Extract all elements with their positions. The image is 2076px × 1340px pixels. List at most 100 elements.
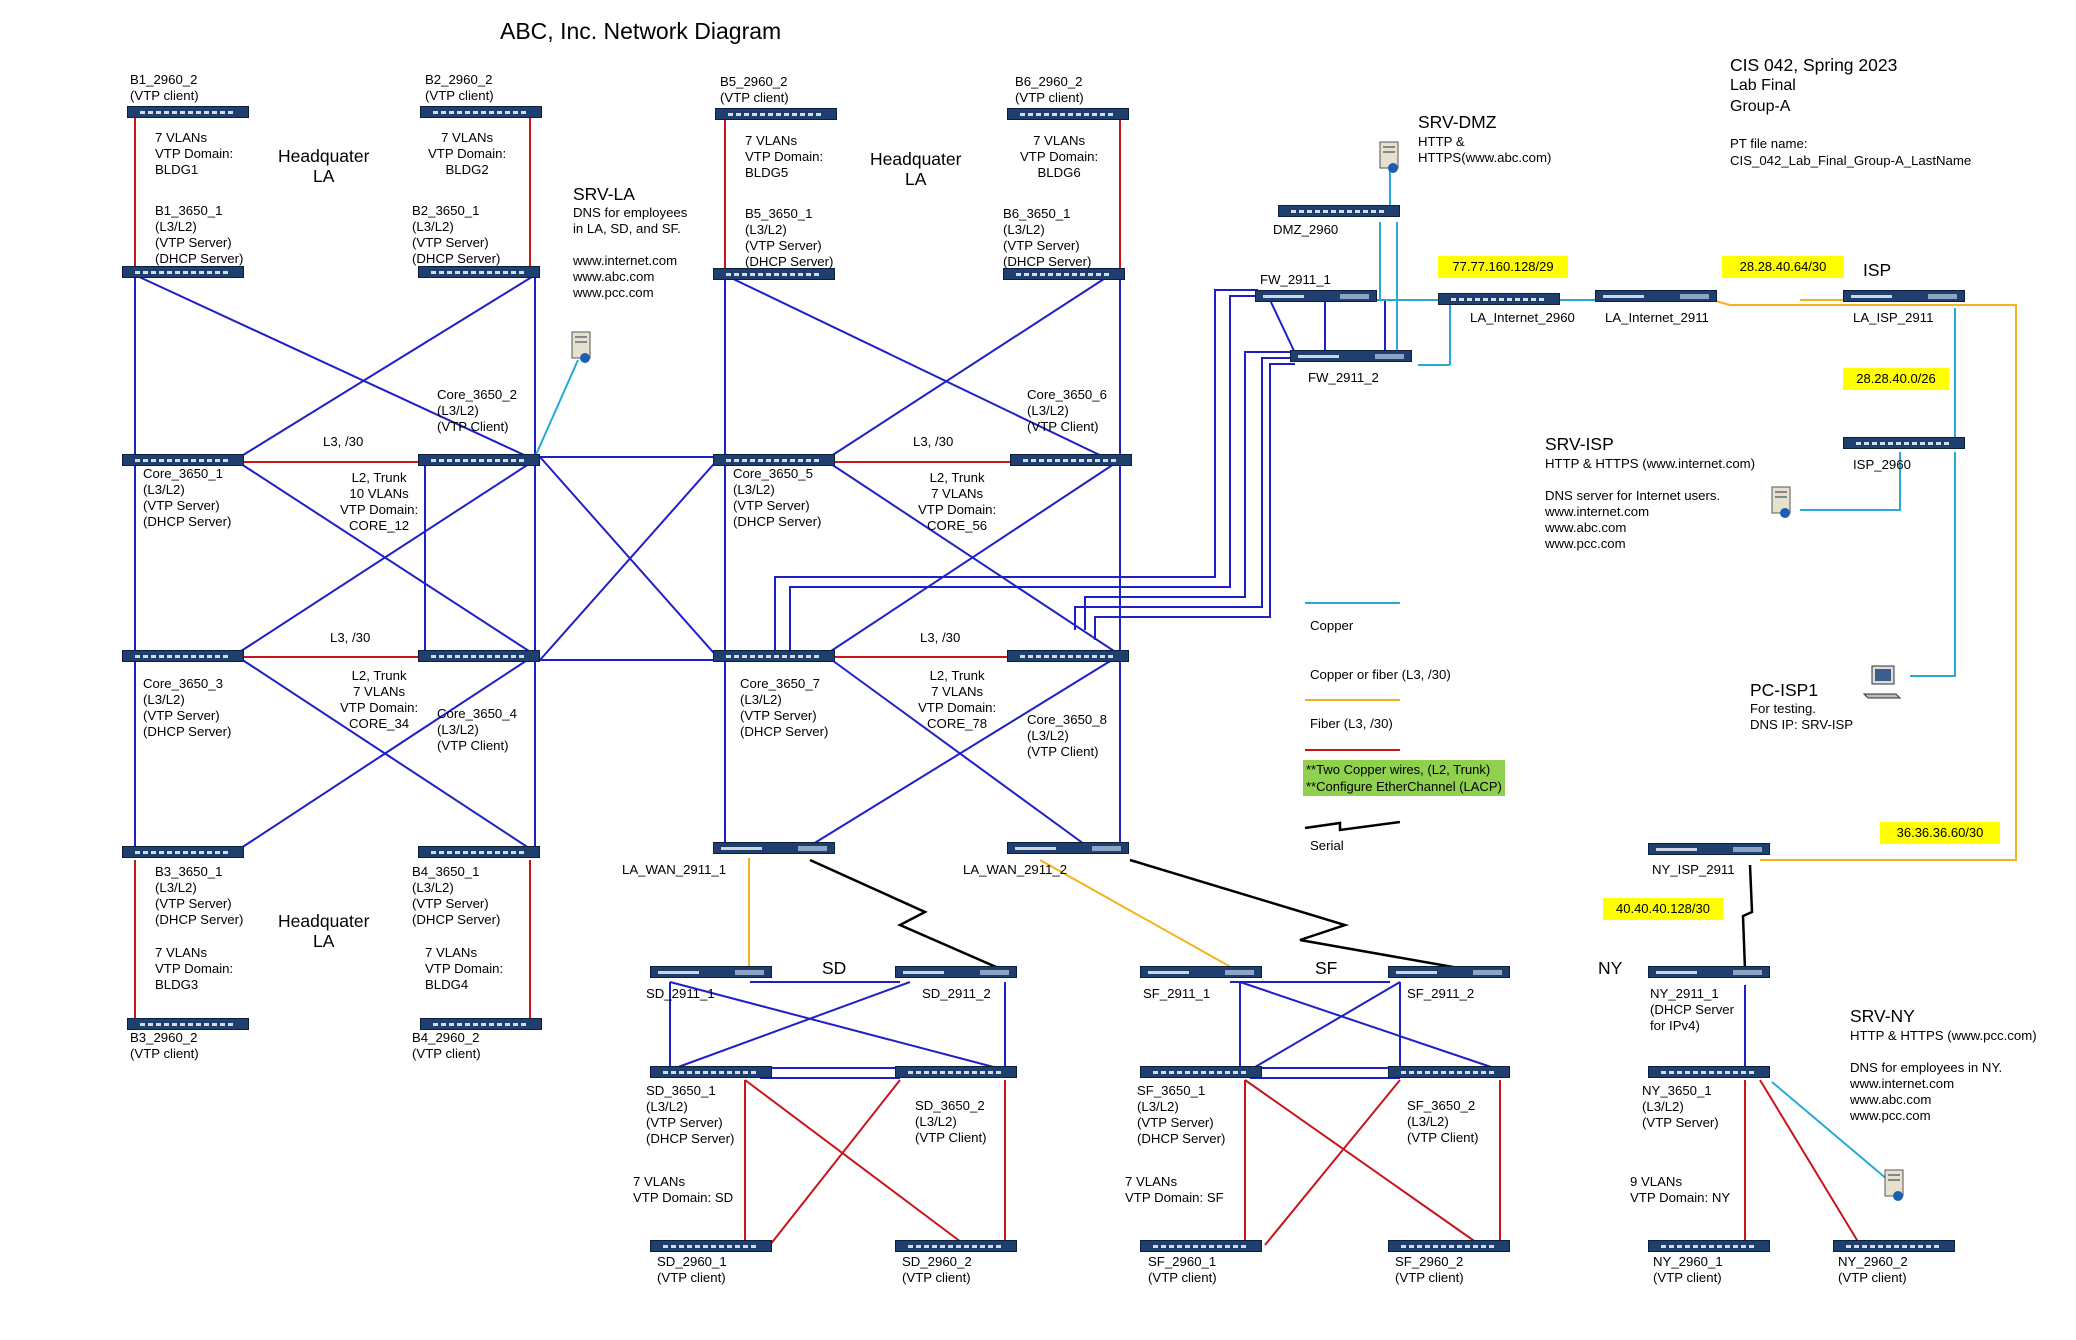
label-b3-3650-1: B3_3650_1 (L3/L2) (VTP Server) (DHCP Ser… [155, 864, 244, 927]
switch-icon[interactable] [122, 650, 244, 662]
router-icon[interactable] [895, 966, 1017, 978]
router-icon[interactable] [1648, 843, 1770, 855]
label-b1-3650-1: B1_3650_1 (L3/L2) (VTP Server) (DHCP Ser… [155, 203, 244, 266]
pc-isp1-title: PC-ISP1 [1750, 680, 1819, 700]
course-group: Group-A [1730, 98, 1791, 115]
router-icon[interactable] [1843, 290, 1965, 302]
switch-icon[interactable] [1003, 268, 1125, 280]
label-core-3650-4: Core_3650_4 (L3/L2) (VTP Client) [437, 706, 517, 753]
label-sd-vlans: 7 VLANs VTP Domain: SD [633, 1174, 734, 1205]
switch-icon[interactable] [1140, 1066, 1262, 1078]
switch-icon[interactable] [127, 1018, 249, 1030]
serial-links [809, 820, 1754, 972]
label-b1-vlans: 7 VLANs VTP Domain: BLDG1 [155, 130, 234, 177]
srv-ny-desc: HTTP & HTTPS (www.pcc.com) DNS for emplo… [1850, 1028, 2037, 1123]
switch-icon[interactable] [122, 266, 244, 278]
label-core-3650-5: Core_3650_5 (L3/L2) (VTP Server) (DHCP S… [733, 466, 822, 529]
label-sf-3650-2: SF_3650_2 (L3/L2) (VTP Client) [1407, 1098, 1479, 1145]
switch-icon[interactable] [420, 1018, 542, 1030]
pc-icon[interactable] [1862, 664, 1902, 700]
subnet-la-internet: 77.77.160.128/29 [1438, 256, 1568, 278]
label-l3-78: L3, /30 [920, 630, 961, 645]
region-sf: SF [1315, 958, 1338, 978]
label-core-56: L2, Trunk 7 VLANs VTP Domain: CORE_56 [918, 470, 997, 533]
switch-icon[interactable] [1648, 1066, 1770, 1078]
subnet-isp-lan: 28.28.40.0/26 [1843, 368, 1949, 390]
region-sd: SD [822, 958, 847, 978]
region-hq-la-3: Headquater LA [278, 911, 370, 951]
router-icon[interactable] [713, 842, 835, 854]
label-sf-2911-2: SF_2911_2 [1407, 986, 1475, 1001]
switch-icon[interactable] [1388, 1240, 1510, 1252]
legend-serial: Serial [1310, 838, 1344, 853]
switch-icon[interactable] [1833, 1240, 1955, 1252]
switch-icon[interactable] [420, 106, 542, 118]
label-b3-2960-2: B3_2960_2 (VTP client) [130, 1030, 199, 1061]
label-ny-3650-1: NY_3650_1 (L3/L2) (VTP Server) [1642, 1083, 1719, 1130]
router-icon[interactable] [1388, 966, 1510, 978]
srv-ny-title: SRV-NY [1850, 1006, 1915, 1026]
switch-icon[interactable] [713, 268, 835, 280]
label-ny-vlans: 9 VLANs VTP Domain: NY [1630, 1174, 1731, 1205]
label-la-wan-1: LA_WAN_2911_1 [622, 862, 727, 877]
switch-icon[interactable] [1438, 293, 1560, 305]
switch-icon[interactable] [1648, 1240, 1770, 1252]
switch-icon[interactable] [713, 650, 835, 662]
label-b5-vlans: 7 VLANs VTP Domain: BLDG5 [745, 133, 824, 180]
course-title: CIS 042, Spring 2023 [1730, 55, 1898, 75]
switch-icon[interactable] [418, 650, 540, 662]
switch-icon[interactable] [1007, 650, 1129, 662]
server-icon[interactable] [1883, 1168, 1907, 1202]
router-icon[interactable] [1140, 966, 1262, 978]
switch-icon[interactable] [650, 1066, 772, 1078]
label-sd-2960-1: SD_2960_1 (VTP client) [657, 1254, 727, 1285]
switch-icon[interactable] [122, 454, 244, 466]
router-icon[interactable] [1290, 350, 1412, 362]
label-b4-3650-1: B4_3650_1 (L3/L2) (VTP Server) (DHCP Ser… [412, 864, 501, 927]
router-icon[interactable] [1255, 290, 1377, 302]
page-title: ABC, Inc. Network Diagram [500, 18, 782, 44]
switch-icon[interactable] [1140, 1240, 1262, 1252]
switch-icon[interactable] [1278, 205, 1400, 217]
legend-fiber: Fiber (L3, /30) [1310, 716, 1393, 731]
router-icon[interactable] [1007, 842, 1129, 854]
switch-icon[interactable] [418, 846, 540, 858]
label-ny-2960-1: NY_2960_1 (VTP client) [1653, 1254, 1723, 1285]
label-core-3650-3: Core_3650_3 (L3/L2) (VTP Server) (DHCP S… [143, 676, 232, 739]
label-isp-2960: ISP_2960 [1853, 457, 1911, 472]
label-sd-3650-2: SD_3650_2 (L3/L2) (VTP Client) [915, 1098, 987, 1145]
router-icon[interactable] [1648, 966, 1770, 978]
switch-icon[interactable] [418, 266, 540, 278]
switch-icon[interactable] [895, 1240, 1017, 1252]
switch-icon[interactable] [418, 454, 540, 466]
label-l3-56: L3, /30 [913, 434, 954, 449]
server-icon[interactable] [1378, 140, 1402, 174]
router-icon[interactable] [650, 966, 772, 978]
switch-icon[interactable] [650, 1240, 772, 1252]
srv-isp-title: SRV-ISP [1545, 434, 1614, 454]
region-ny: NY [1598, 958, 1623, 978]
switch-icon[interactable] [1010, 454, 1132, 466]
switch-icon[interactable] [895, 1066, 1017, 1078]
switch-icon[interactable] [1388, 1066, 1510, 1078]
course-subtitle: Lab Final [1730, 77, 1796, 94]
label-b2-vlans: 7 VLANs VTP Domain: BLDG2 [428, 130, 507, 177]
label-b3-vlans: 7 VLANs VTP Domain: BLDG3 [155, 945, 234, 992]
label-sf-3650-1: SF_3650_1 (L3/L2) (VTP Server) (DHCP Ser… [1137, 1083, 1226, 1146]
server-icon[interactable] [570, 330, 594, 364]
label-sf-2960-2: SF_2960_2 (VTP client) [1395, 1254, 1464, 1285]
switch-icon[interactable] [122, 846, 244, 858]
ny-links [1744, 985, 1861, 1246]
legend-copper-or-fiber: Copper or fiber (L3, /30) [1310, 667, 1451, 682]
label-b4-vlans: 7 VLANs VTP Domain: BLDG4 [425, 945, 504, 992]
switch-icon[interactable] [713, 454, 835, 466]
switch-icon[interactable] [1843, 437, 1965, 449]
switch-icon[interactable] [127, 106, 249, 118]
server-icon[interactable] [1770, 485, 1794, 519]
label-sf-2911-1: SF_2911_1 [1143, 986, 1211, 1001]
subnet-ny-link: 40.40.40.128/30 [1603, 898, 1723, 920]
switch-icon[interactable] [1007, 108, 1129, 120]
router-icon[interactable] [1595, 290, 1717, 302]
switch-icon[interactable] [715, 108, 837, 120]
label-ny-2911-1: NY_2911_1 (DHCP Server for IPv4) [1650, 986, 1735, 1033]
